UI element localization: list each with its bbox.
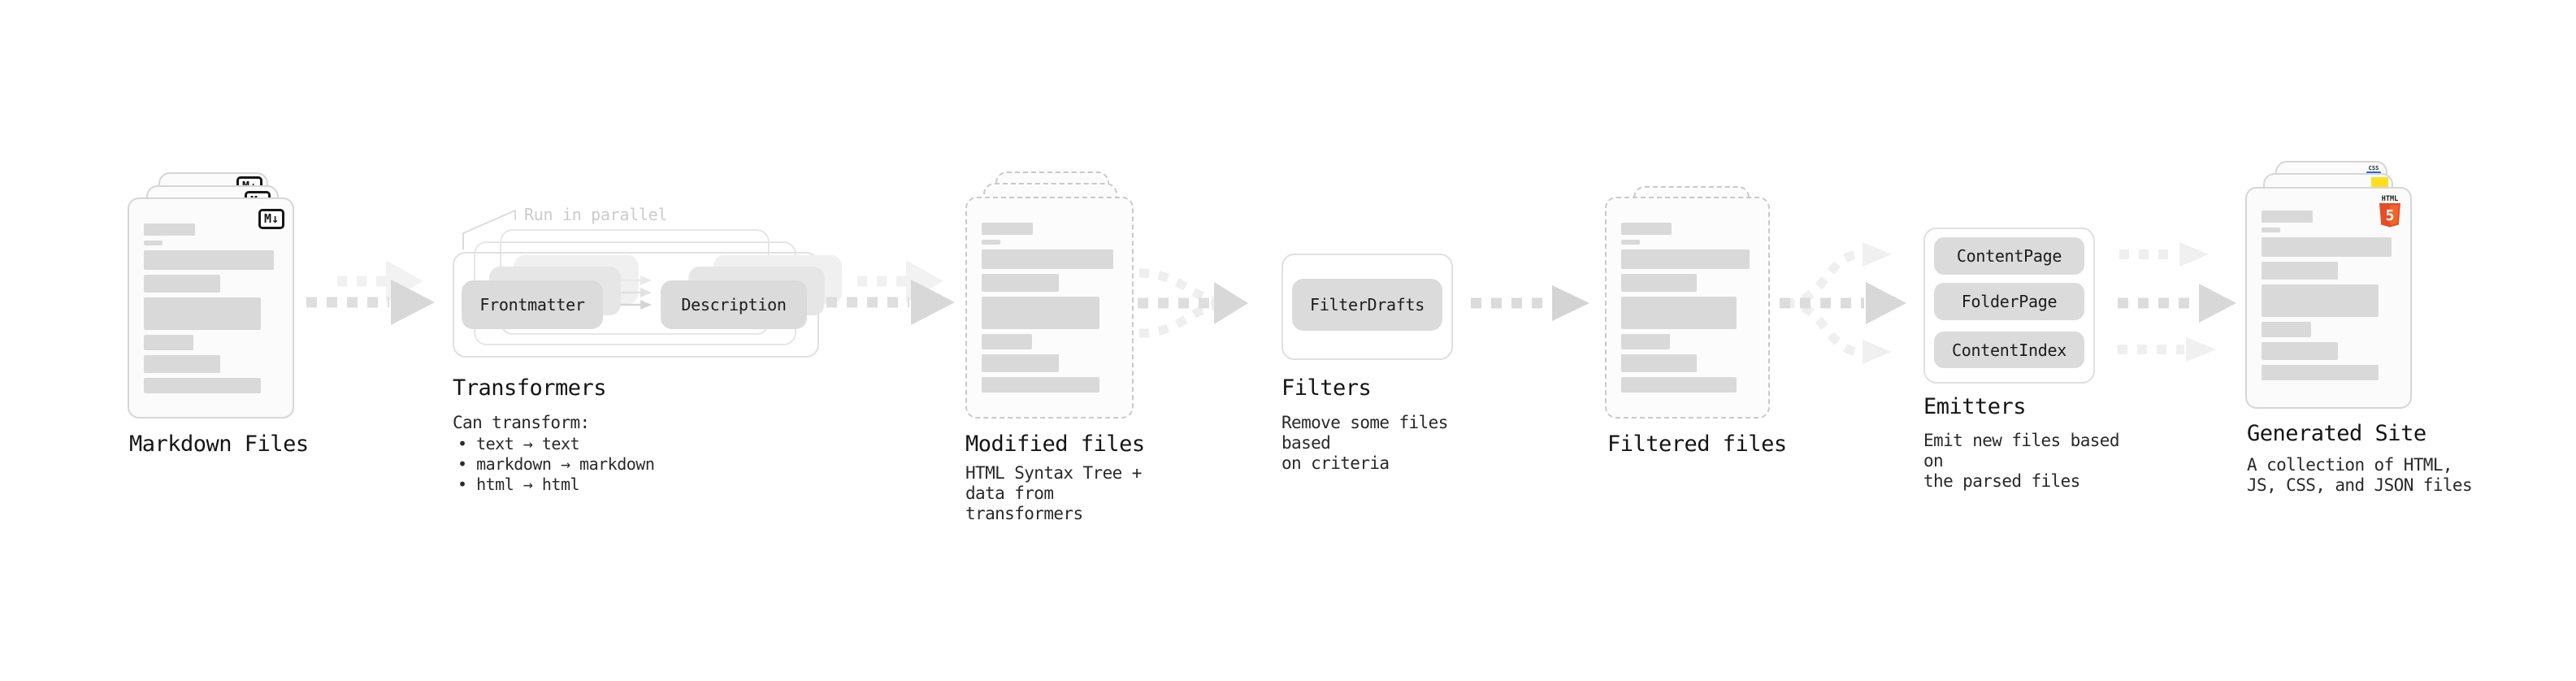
filtered-files-node: Filtered files [1605, 180, 1816, 489]
arrow-filters-to-filtered [1469, 282, 1591, 324]
modified-files-caption: HTML Syntax Tree + data from transformer… [965, 463, 1142, 523]
arrow-content-index-to-site [2116, 336, 2220, 363]
content-placeholder [2247, 189, 2410, 380]
html5-icon: HTML 5 [2378, 193, 2402, 228]
bullet-item: • text → text [458, 434, 580, 453]
generated-site-node: CSS HTML 5 Generated Site A collection o… [2245, 161, 2473, 510]
filters-node: FilterDrafts Filters Remove some files b… [1281, 254, 1493, 481]
emitters-frame [1923, 228, 2095, 384]
description-transformer-box: Description [661, 280, 807, 329]
bullet-item: • markdown → markdown [458, 454, 655, 474]
generated-site-label: Generated Site [2247, 421, 2426, 446]
transformers-bullet-list: • text → text • markdown → markdown • ht… [458, 434, 655, 495]
markdown-document-front: M↓ [128, 197, 294, 419]
content-placeholder [1607, 198, 1768, 393]
modified-document-front [965, 197, 1134, 419]
content-placeholder [967, 198, 1132, 393]
frontmatter-transformer-stack: Frontmatter [462, 280, 603, 329]
transformers-node: Run in parallel Frontmatter [453, 203, 835, 504]
content-page-emitter-box: ContentPage [1934, 237, 2084, 275]
filtered-document-front [1605, 197, 1770, 419]
emitters-caption: Emit new files based on the parsed files [1923, 431, 2119, 491]
arrow-content-page-to-site [2118, 241, 2211, 268]
arrow-transformers-to-modified [825, 249, 963, 330]
arrow-filtered-to-emitters [1778, 241, 1910, 368]
arrow-markdown-to-transformers [305, 249, 443, 330]
filters-frame [1281, 254, 1453, 360]
bullet-item: • html → html [458, 475, 580, 494]
frontmatter-transformer-box: Frontmatter [462, 280, 603, 329]
emitters-node: ContentPage FolderPage ContentIndex Emit… [1923, 228, 2135, 491]
arrow-modified-to-filters [1136, 258, 1250, 348]
transformers-caption-title: Can transform: [453, 413, 590, 432]
content-placeholder [129, 199, 293, 393]
modified-files-node: Modified files HTML Syntax Tree + data f… [965, 167, 1177, 523]
filtered-files-label: Filtered files [1607, 432, 1787, 457]
filters-label: Filters [1281, 375, 1372, 401]
emitters-label: Emitters [1923, 394, 2027, 419]
filter-drafts-box: FilterDrafts [1292, 279, 1442, 331]
modified-files-label: Modified files [965, 432, 1145, 457]
transformers-label: Transformers [453, 375, 607, 401]
arrow-folder-page-to-site [2116, 282, 2238, 324]
site-document-html: HTML 5 [2245, 187, 2412, 409]
run-in-parallel-annotation: Run in parallel [524, 205, 668, 224]
js-icon [2371, 177, 2388, 188]
markdown-files-label: Markdown Files [129, 432, 309, 457]
folder-page-emitter-box: FolderPage [1934, 283, 2084, 320]
filters-caption: Remove some files based on criteria [1281, 413, 1448, 473]
markdown-files-node: M↓ M↓ M↓ Markdown Files [128, 161, 331, 502]
content-index-emitter-box: ContentIndex [1934, 332, 2084, 368]
svg-text:5: 5 [2386, 207, 2395, 224]
generated-site-caption: A collection of HTML, JS, CSS, and JSON … [2247, 455, 2473, 495]
annotation-leader-line [455, 203, 528, 254]
svg-text:HTML: HTML [2382, 195, 2398, 203]
description-transformer-stack: Description [661, 280, 807, 329]
markdown-icon: M↓ [258, 209, 284, 229]
